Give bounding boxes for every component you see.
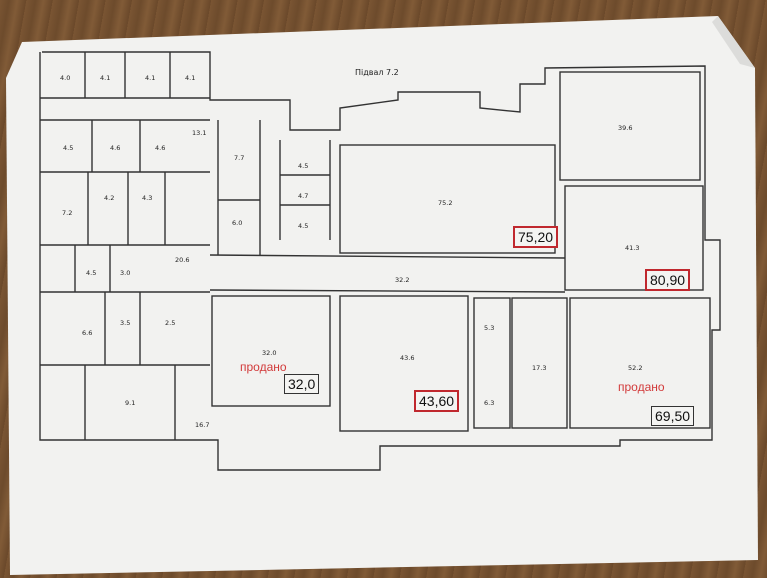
room-label: 4.5 bbox=[86, 269, 96, 277]
room-label: 13.1 bbox=[192, 129, 206, 137]
area-box-32-0: 32,0 bbox=[284, 374, 320, 394]
sold-label-right: продано bbox=[618, 380, 665, 394]
room-label: 4.1 bbox=[145, 74, 155, 82]
room-label: 39.6 bbox=[618, 124, 632, 132]
room-label: 4.1 bbox=[185, 74, 195, 82]
area-box-80-90: 80,90 bbox=[645, 269, 691, 291]
area-box-69-50: 69,50 bbox=[651, 406, 695, 426]
room-label: 32.2 bbox=[395, 276, 409, 284]
room-label: 4.0 bbox=[60, 74, 70, 82]
room-label: 17.3 bbox=[532, 364, 546, 372]
room-label: 4.1 bbox=[100, 74, 110, 82]
area-box-75-20: 75,20 bbox=[513, 226, 559, 248]
plan-labels: Підвал 7.2 4.0 4.1 4.1 4.1 4.5 4.6 4.6 1… bbox=[60, 68, 642, 429]
room-label: 4.5 bbox=[63, 144, 73, 152]
room-label: 6.0 bbox=[232, 219, 242, 227]
room-label: 4.2 bbox=[104, 194, 114, 202]
room-label: 32.0 bbox=[262, 349, 276, 357]
room-label: 5.3 bbox=[484, 324, 494, 332]
room-label: 6.6 bbox=[82, 329, 92, 337]
room-label: 75.2 bbox=[438, 199, 452, 207]
area-box-43-60: 43,60 bbox=[414, 390, 460, 412]
room-label: 4.5 bbox=[298, 222, 308, 230]
room-label: 4.3 bbox=[142, 194, 152, 202]
room-label: 4.5 bbox=[298, 162, 308, 170]
room-label: 4.7 bbox=[298, 192, 308, 200]
room-label: 7.7 bbox=[234, 154, 244, 162]
room-label: 4.6 bbox=[110, 144, 120, 152]
plan-title: Підвал 7.2 bbox=[355, 68, 399, 77]
room-label: 20.6 bbox=[175, 256, 189, 264]
plan-walls bbox=[39, 51, 721, 471]
room-label: 6.3 bbox=[484, 399, 494, 407]
room-label: 7.2 bbox=[62, 209, 72, 217]
room-label: 3.0 bbox=[120, 269, 130, 277]
room-label: 3.5 bbox=[120, 319, 130, 327]
room-label: 16.7 bbox=[195, 421, 209, 429]
room-label: 9.1 bbox=[125, 399, 135, 407]
room-label: 52.2 bbox=[628, 364, 642, 372]
paper-shadow bbox=[712, 16, 755, 68]
room-label: 2.5 bbox=[165, 319, 175, 327]
sold-label-left: продано bbox=[240, 360, 287, 374]
room-label: 4.6 bbox=[155, 144, 165, 152]
room-label: 41.3 bbox=[625, 244, 639, 252]
room-label: 43.6 bbox=[400, 354, 414, 362]
